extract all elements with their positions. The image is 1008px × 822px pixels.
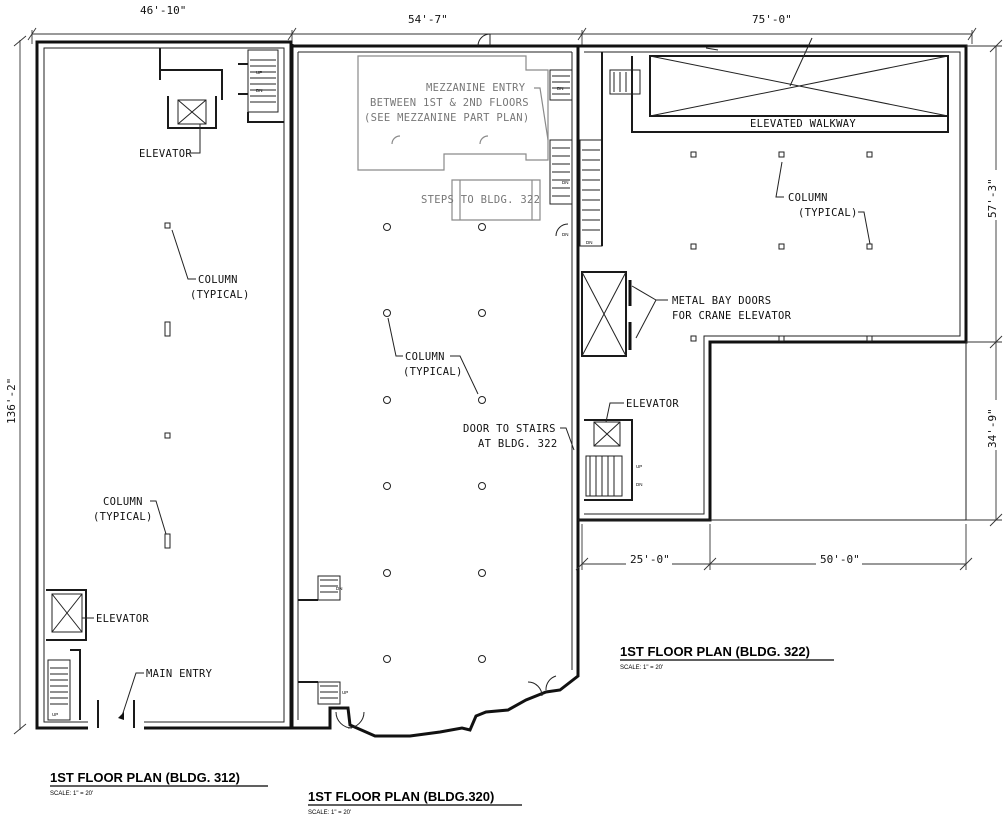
bldg-320: DN DN DN DN UP <box>290 33 580 738</box>
label-steps-to-bldg-322: STEPS TO BLDG. 322 <box>421 194 540 206</box>
columns-322 <box>690 151 873 342</box>
svg-text:(TYPICAL): (TYPICAL) <box>798 207 858 219</box>
top-dimensions: 46'-10" 54'-7" 75'-0" <box>27 3 977 46</box>
label-elevator-322: ELEVATOR <box>626 398 679 410</box>
svg-text:SCALE: 1" = 20': SCALE: 1" = 20' <box>50 791 93 797</box>
svg-text:AT BLDG. 322: AT BLDG. 322 <box>478 438 557 450</box>
plan-titles: 1ST FLOOR PLAN (BLDG. 322) SCALE: 1" = 2… <box>50 644 834 816</box>
svg-text:SCALE: 1" = 20': SCALE: 1" = 20' <box>620 665 663 671</box>
svg-text:DN: DN <box>562 180 569 185</box>
svg-text:(TYPICAL): (TYPICAL) <box>190 289 250 301</box>
column-marker <box>164 533 171 549</box>
label-mezzanine-entry: MEZZANINE ENTRY <box>426 82 526 94</box>
dim-bottom-right: 50'-0" <box>820 553 860 566</box>
column-marker <box>164 222 171 229</box>
dim-overall-height: 136'-2" <box>5 378 18 424</box>
dim-bldg320-width: 54'-7" <box>408 13 448 26</box>
dim-bottom-left: 25'-0" <box>630 553 670 566</box>
left-dimension: 136'-2" <box>4 35 27 735</box>
bldg-322: ELEVATED WALKWAY DN <box>578 37 968 522</box>
label-column-312-lower: COLUMN <box>103 496 143 508</box>
svg-text:DN: DN <box>586 240 593 245</box>
svg-text:DN: DN <box>562 232 569 237</box>
dim-bldg322-width: 75'-0" <box>752 13 792 26</box>
right-dimensions: 57'-3" 34'-9" <box>966 39 1003 527</box>
column-marker <box>164 432 171 439</box>
svg-text:UP: UP <box>256 70 262 75</box>
label-main-entry: MAIN ENTRY <box>146 668 213 680</box>
label-elevator-312-lower: ELEVATOR <box>96 613 149 625</box>
title-bldg-322: 1ST FLOOR PLAN (BLDG. 322) <box>620 644 810 659</box>
bldg-312: UP DN UP ELEVATOR COLUMN (TYPICAL) C <box>35 40 293 731</box>
label-elevator-312-upper: ELEVATOR <box>139 148 192 160</box>
svg-text:(SEE MEZZANINE PART PLAN): (SEE MEZZANINE PART PLAN) <box>364 112 530 124</box>
svg-text:(TYPICAL): (TYPICAL) <box>403 366 463 378</box>
svg-text:UP: UP <box>636 464 642 469</box>
label-elevated-walkway: ELEVATED WALKWAY <box>750 118 856 130</box>
label-column-320: COLUMN <box>405 351 445 363</box>
columns-320 <box>383 223 486 663</box>
title-bldg-312: 1ST FLOOR PLAN (BLDG. 312) <box>50 770 240 785</box>
column-marker <box>164 321 171 337</box>
svg-text:SCALE: 1" = 20': SCALE: 1" = 20' <box>308 810 351 816</box>
dim-bldg312-width: 46'-10" <box>140 4 186 17</box>
bottom-dimensions: 25'-0" 50'-0" <box>575 524 973 571</box>
label-column-322: COLUMN <box>788 192 828 204</box>
label-door-to-stairs: DOOR TO STAIRS <box>463 423 556 435</box>
label-metal-bay-doors: METAL BAY DOORS <box>672 295 771 307</box>
svg-text:DN: DN <box>336 586 343 591</box>
dim-right-upper: 57'-3" <box>986 178 999 218</box>
svg-text:FOR CRANE ELEVATOR: FOR CRANE ELEVATOR <box>672 310 792 322</box>
dim-right-lower: 34'-9" <box>986 408 999 448</box>
svg-text:UP: UP <box>342 690 348 695</box>
svg-text:(TYPICAL): (TYPICAL) <box>93 511 153 523</box>
svg-text:DN: DN <box>636 482 643 487</box>
svg-text:DN: DN <box>557 86 564 91</box>
label-column-312-upper: COLUMN <box>198 274 238 286</box>
title-bldg-320: 1ST FLOOR PLAN (BLDG.320) <box>308 789 494 804</box>
svg-text:BETWEEN 1ST & 2ND FLOORS: BETWEEN 1ST & 2ND FLOORS <box>370 97 529 109</box>
svg-text:UP: UP <box>52 712 58 717</box>
svg-text:DN: DN <box>256 88 263 93</box>
